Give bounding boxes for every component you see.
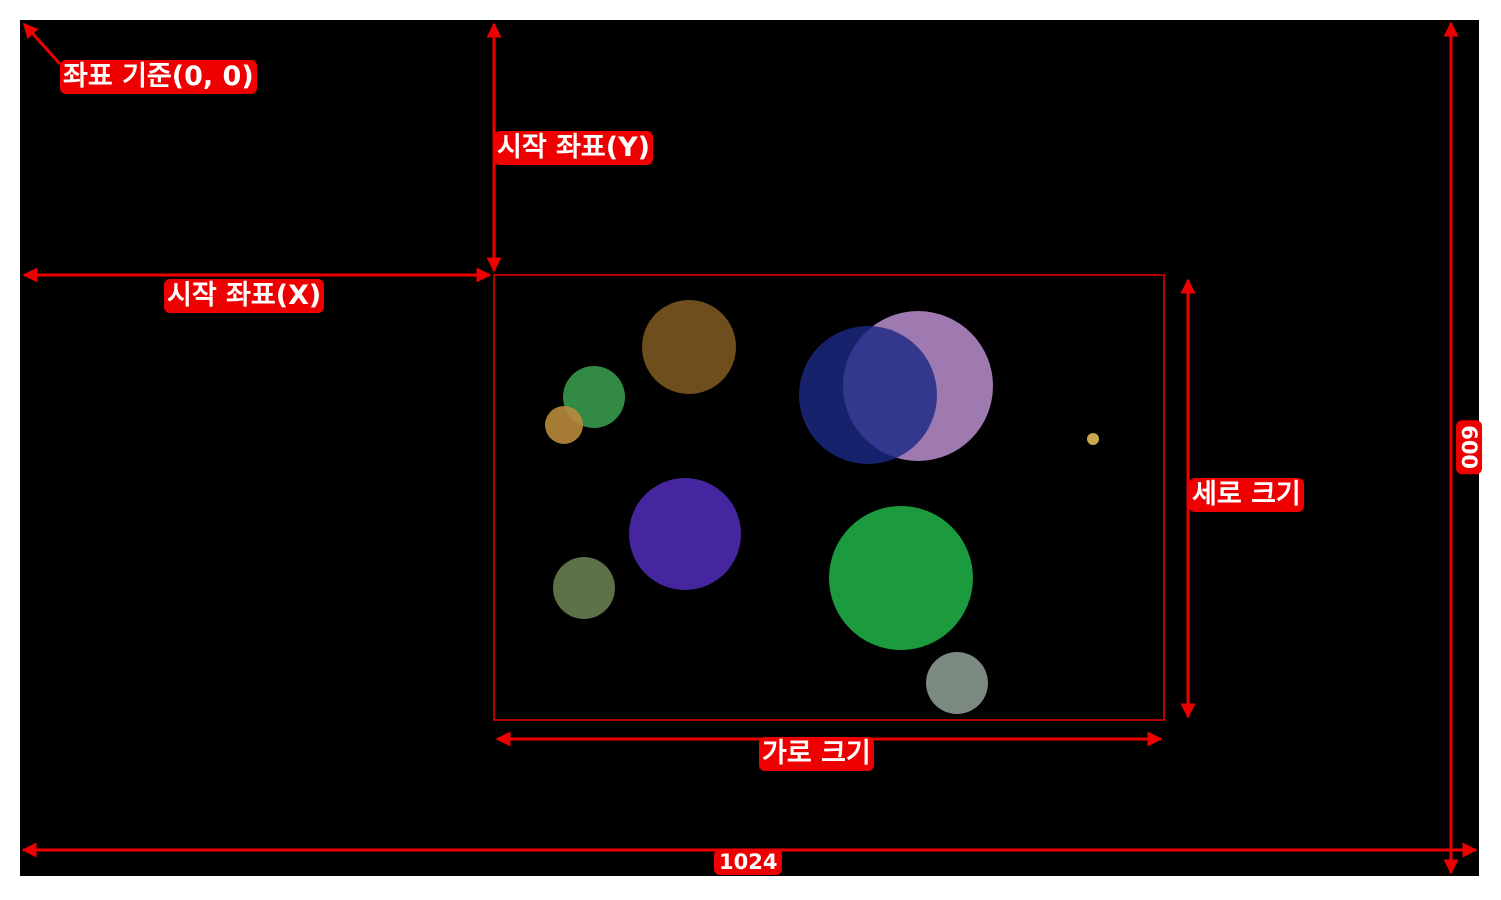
circle-green-large	[829, 506, 973, 650]
circle-gray	[926, 652, 988, 714]
circle-navy	[799, 326, 937, 464]
circle-orange	[545, 406, 583, 444]
screen-background	[20, 20, 1479, 876]
circle-yellow-dot	[1087, 433, 1099, 445]
total-height-label: 600	[1455, 420, 1483, 475]
total-width-label: 1024	[714, 849, 783, 876]
width-label: 가로 크기	[759, 737, 874, 771]
circle-green-small	[563, 366, 625, 428]
circle-olive	[553, 557, 615, 619]
circle-group	[545, 300, 1099, 714]
height-label: 세로 크기	[1189, 478, 1304, 512]
origin-label: 좌표 기준(0, 0)	[60, 60, 257, 94]
origin-arrow	[22, 22, 62, 66]
region-box	[493, 274, 1165, 721]
start-y-label: 시작 좌표(Y)	[494, 131, 653, 165]
start-x-label: 시작 좌표(X)	[164, 279, 325, 313]
circle-purple	[629, 478, 741, 590]
circle-brown	[642, 300, 736, 394]
